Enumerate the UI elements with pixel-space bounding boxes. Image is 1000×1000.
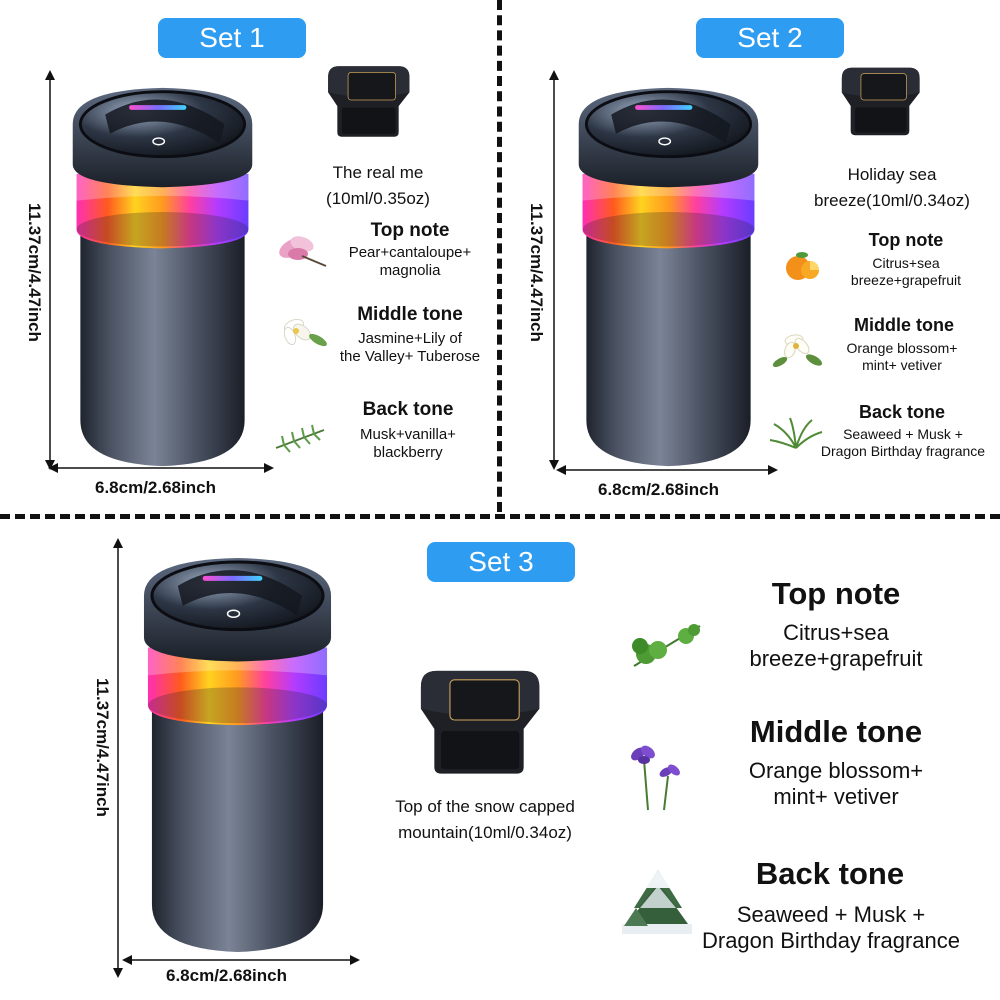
parsley-leaf-icon: [632, 624, 701, 667]
diffuser-device-image: [566, 86, 771, 468]
note-title: Middle tone: [357, 304, 463, 325]
note-body: Citrus+sea breeze+grapefruit: [850, 255, 962, 288]
width-dimension-label: 6.8cm/2.68inch: [95, 478, 216, 497]
iris-flower-icon: [631, 745, 680, 811]
rosemary-sprig-icon: [275, 424, 325, 453]
note-body: Jasmine+Lily of the Valley+ Tuberose: [339, 330, 481, 365]
orange-fruit-icon: [786, 252, 819, 280]
note-body: Orange blossom+ mint+ vetiver: [748, 758, 924, 810]
refill-cartridge-image: [836, 62, 924, 138]
note-title: Middle tone: [854, 315, 954, 335]
note-body: Seaweed + Musk + Dragon Birthday fragran…: [701, 902, 961, 954]
note-title: Back tone: [755, 856, 905, 891]
cartridge-caption: Top of the snow capped mountain(10ml/0.3…: [395, 797, 575, 842]
seaweed-grass-icon: [769, 417, 823, 449]
set-3-badge: Set 3: [427, 542, 575, 582]
note-body: Pear+cantaloupe+ magnolia: [348, 244, 472, 279]
height-dimension-label: 11.37cm/4.47inch: [25, 203, 44, 342]
note-body: Orange blossom+ mint+ vetiver: [846, 340, 958, 373]
note-body: Citrus+sea breeze+grapefruit: [749, 620, 923, 672]
height-dimension-label: 11.37cm/4.47inch: [93, 678, 112, 817]
height-dimension-label: 11.37cm/4.47inch: [527, 203, 546, 342]
note-title: Top note: [868, 230, 944, 250]
set-2-badge: Set 2: [696, 18, 844, 58]
note-body: Musk+vanilla+ blackberry: [360, 426, 456, 461]
width-dimension-arrow: [122, 955, 360, 965]
divider-horizontal: [0, 514, 1000, 519]
height-dimension-arrow: [113, 538, 123, 978]
refill-cartridge-image: [412, 664, 546, 776]
snowy-pine-icon: [622, 870, 692, 934]
width-dimension-label: 6.8cm/2.68inch: [598, 480, 719, 499]
note-title: Back tone: [858, 402, 946, 422]
cartridge-caption: The real me (10ml/0.35oz): [326, 163, 430, 208]
note-body: Seaweed + Musk + Dragon Birthday fragran…: [820, 426, 986, 459]
note-title: Middle tone: [749, 714, 923, 749]
note-title: Top note: [370, 220, 450, 241]
diffuser-device-image: [60, 86, 265, 468]
height-dimension-arrow: [549, 70, 559, 470]
width-dimension-arrow: [556, 465, 778, 475]
width-dimension-arrow: [48, 463, 274, 473]
width-dimension-label: 6.8cm/2.68inch: [166, 966, 287, 985]
cartridge-caption: Holiday sea breeze(10ml/0.34oz): [814, 165, 970, 210]
height-dimension-arrow: [45, 70, 55, 470]
magnolia-flower-icon: [279, 236, 327, 267]
jasmine-flower-icon: [283, 318, 327, 347]
note-title: Top note: [771, 576, 901, 611]
orange-blossom-icon: [772, 334, 823, 368]
note-title: Back tone: [362, 399, 454, 420]
divider-vertical: [497, 0, 502, 512]
refill-cartridge-image: [322, 60, 414, 140]
diffuser-device-image: [130, 556, 345, 954]
set-1-badge: Set 1: [158, 18, 306, 58]
